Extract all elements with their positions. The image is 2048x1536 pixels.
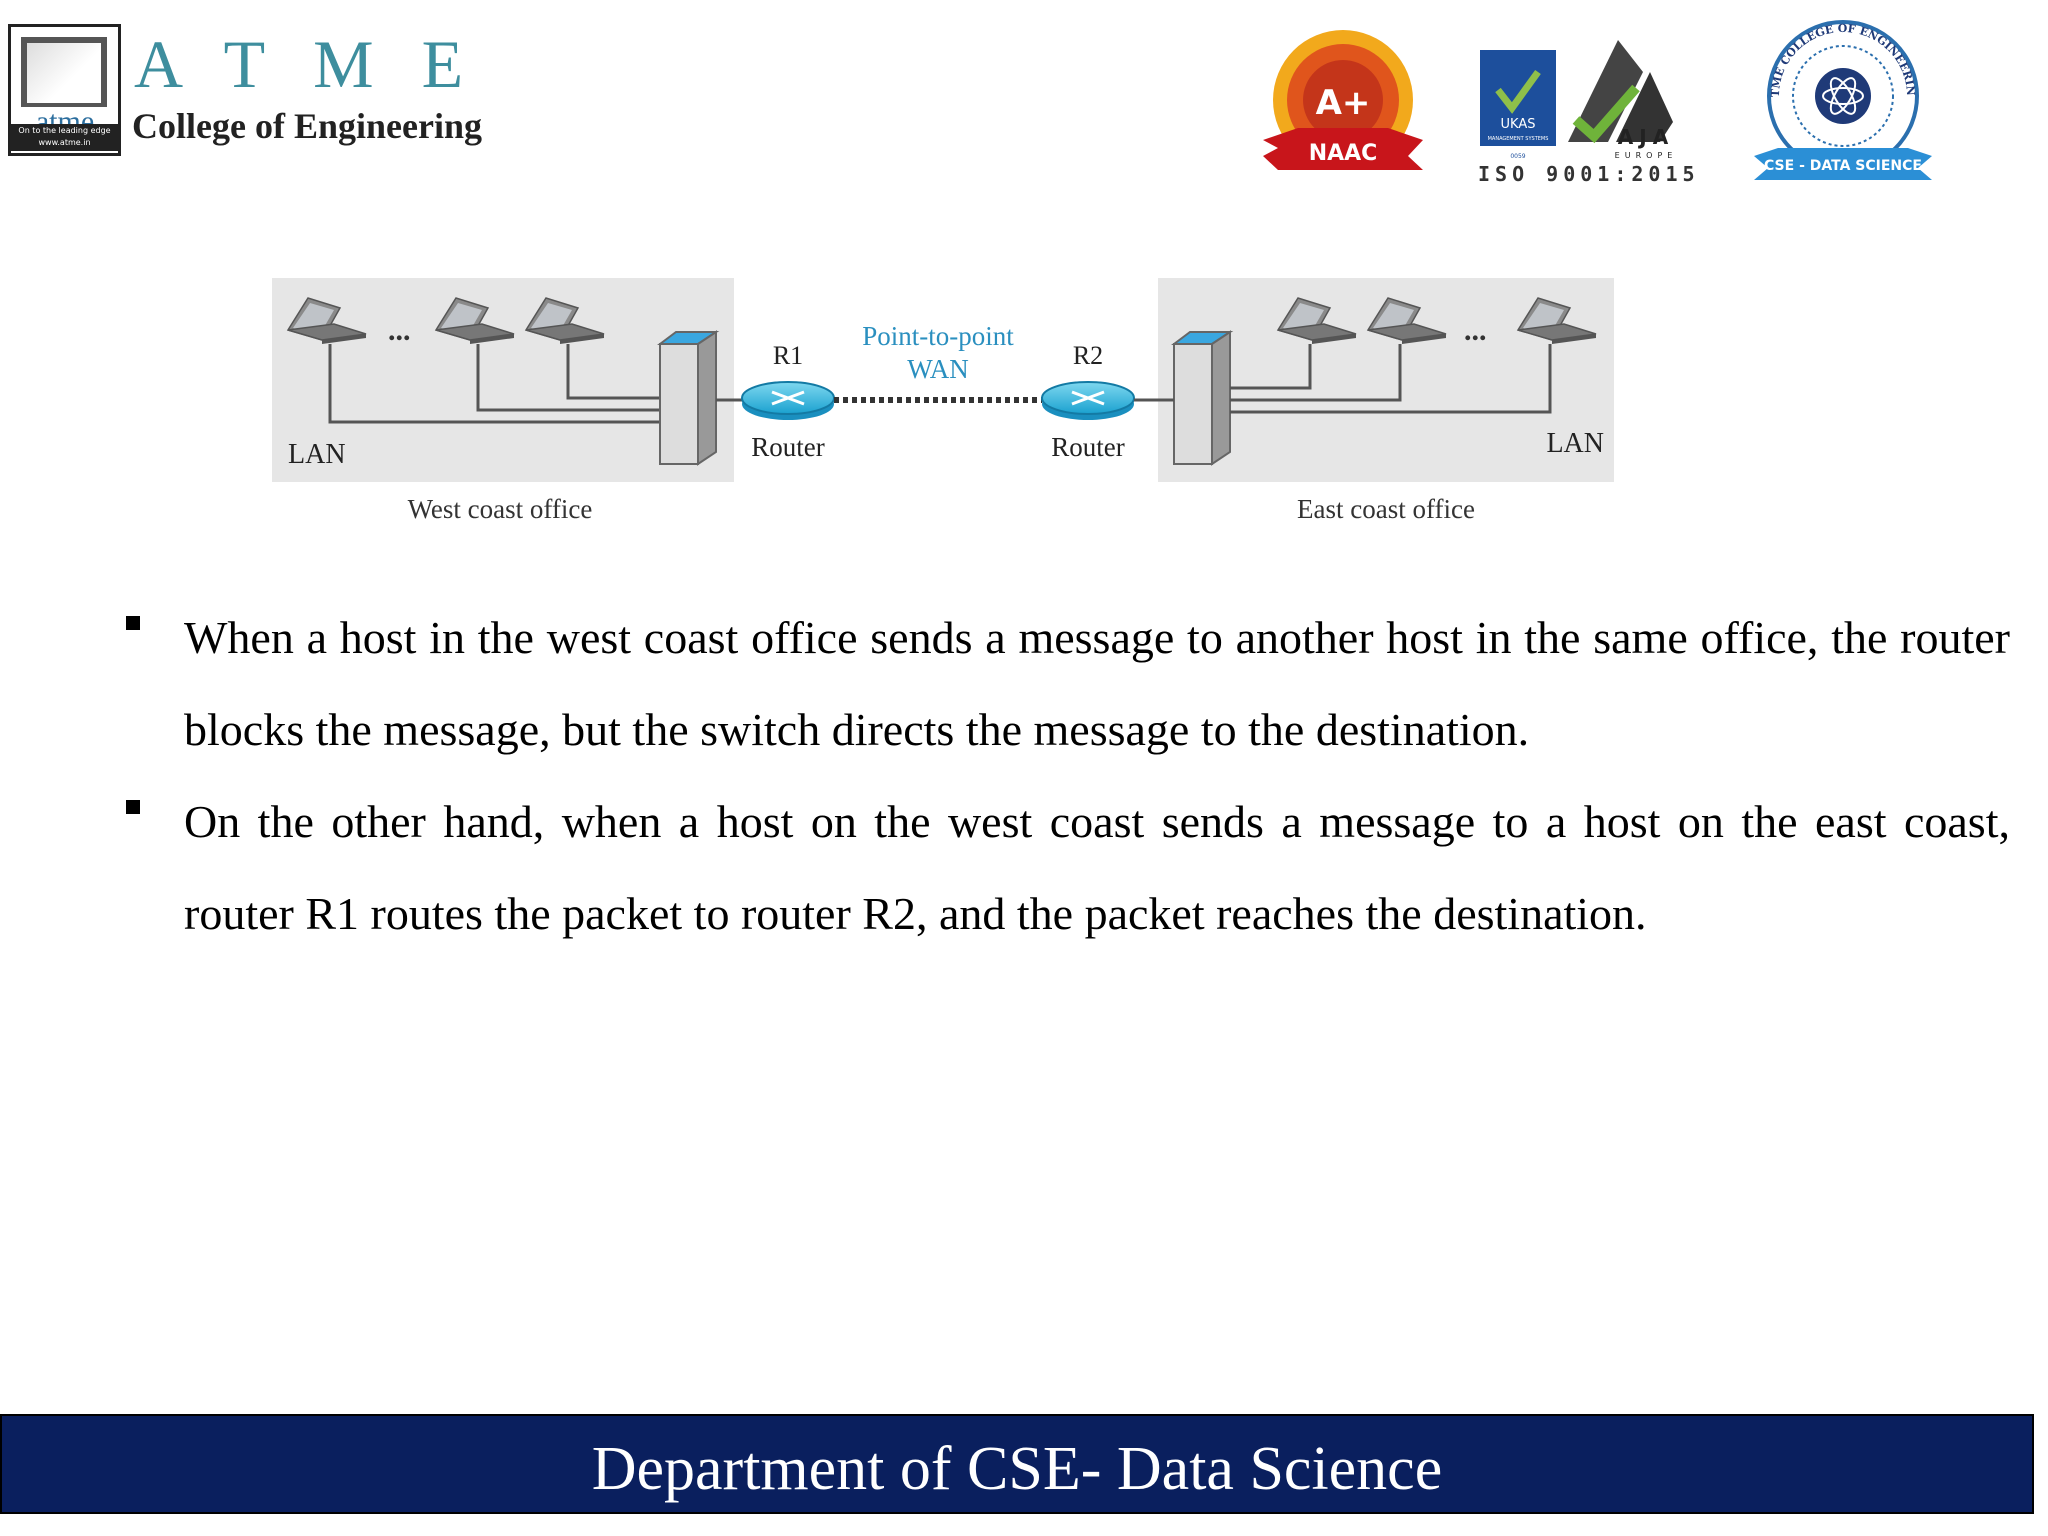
bullet-marker-icon	[126, 800, 140, 814]
svg-text:0059: 0059	[1510, 153, 1525, 160]
bullet-text: When a host in the west coast office sen…	[184, 612, 2010, 755]
footer-text: Department of CSE- Data Science	[591, 1435, 1443, 1503]
router-r1-icon	[741, 381, 835, 420]
iso-certification: UKAS MANAGEMENT SYSTEMS 0059 AJA EUROPE …	[1468, 32, 1708, 192]
west-ellipsis: ...	[388, 314, 411, 347]
bullet-item: On the other hand, when a host on the we…	[120, 776, 2010, 960]
ukas-aja-icon: UKAS MANAGEMENT SYSTEMS 0059 AJA EUROPE	[1480, 40, 1678, 160]
footer-bar: Department of CSE- Data Science	[0, 1414, 2034, 1514]
naac-banner: NAAC	[1309, 141, 1378, 166]
east-ellipsis: ...	[1464, 314, 1487, 347]
west-lan-panel	[272, 278, 734, 482]
svg-text:EUROPE: EUROPE	[1615, 151, 1678, 160]
college-name: College of Engineering	[132, 106, 482, 146]
iso-label: ISO 9001:2015	[1478, 162, 1700, 186]
router-right-label: Router	[1051, 432, 1125, 462]
r1-label: R1	[773, 341, 803, 370]
west-switch-icon	[657, 330, 720, 466]
bullet-list: When a host in the west coast office sen…	[120, 592, 2010, 960]
network-diagram: ... LAN West coast office R1 Router Poin…	[272, 278, 1614, 524]
wan-label-2: WAN	[907, 354, 969, 384]
svg-text:AJA: AJA	[1618, 125, 1674, 149]
wan-label-1: Point-to-point	[862, 321, 1014, 351]
svg-text:MANAGEMENT SYSTEMS: MANAGEMENT SYSTEMS	[1488, 136, 1549, 142]
seal-banner: CSE - DATA SCIENCE	[1764, 158, 1922, 174]
west-lan-label: LAN	[288, 439, 346, 470]
west-caption: West coast office	[408, 494, 593, 524]
router-r2-icon	[1041, 381, 1135, 420]
naac-grade: A+	[1316, 83, 1371, 123]
east-caption: East coast office	[1297, 494, 1475, 524]
college-acronym: ATME	[134, 26, 512, 102]
naac-badge-icon: A+ NAAC	[1263, 30, 1423, 170]
bullet-item: When a host in the west coast office sen…	[120, 592, 2010, 776]
bullet-marker-icon	[126, 616, 140, 630]
r2-label: R2	[1073, 341, 1103, 370]
bullet-text: On the other hand, when a host on the we…	[184, 796, 2010, 939]
cse-seal-icon: ATME COLLEGE OF ENGINEERING CSE - DATA S…	[1752, 18, 1932, 180]
svg-text:UKAS: UKAS	[1501, 117, 1536, 132]
east-lan-label: LAN	[1546, 428, 1604, 459]
router-left-label: Router	[751, 432, 825, 462]
east-switch-icon	[1171, 330, 1234, 466]
